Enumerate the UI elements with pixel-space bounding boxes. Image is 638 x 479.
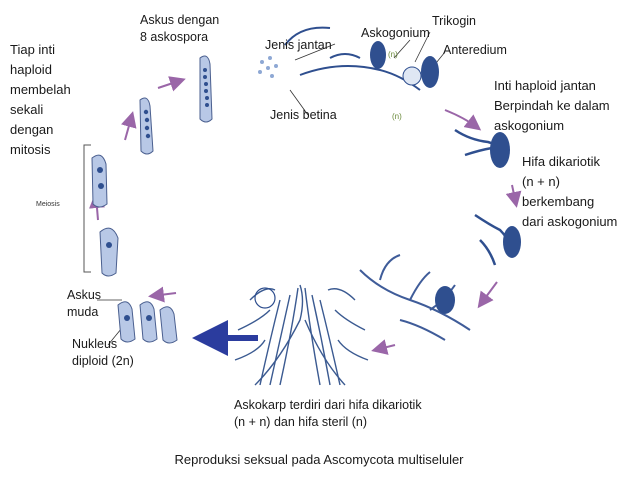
leader-lines (97, 31, 446, 346)
ascocarp (234, 284, 369, 386)
ascocarp-detail-circle (254, 287, 276, 309)
anteredium-body (421, 56, 439, 88)
n-marker-2: (n) (392, 112, 402, 121)
askogonium-body (370, 41, 386, 69)
label-askokarp: Askokarp terdiri dari hifa dikariotik(n … (234, 398, 422, 429)
asci-stages (91, 55, 213, 344)
diagram-title: Reproduksi seksual pada Ascomycota multi… (174, 452, 464, 467)
spore-cluster (258, 56, 278, 78)
label-anteredium: Anteredium (443, 43, 507, 57)
label-jenis-jantan: Jenis jantan (265, 38, 332, 52)
askogonium-stage-2 (503, 226, 521, 258)
label-jenis-betina: Jenis betina (270, 108, 337, 122)
label-askogonium: Askogonium (361, 26, 430, 40)
ascus-2-nuclei (91, 154, 108, 208)
hyphal-askogonium (435, 286, 455, 314)
askogonium-stage-1 (490, 132, 510, 168)
n-marker-1: (n) (388, 50, 398, 59)
trikogin-bulb (402, 66, 422, 86)
cycle-arrows (89, 76, 522, 355)
label-meiosis: Meiosis (36, 201, 60, 208)
label-trikogin: Trikogin (432, 14, 476, 28)
meiosis-bracket (83, 144, 91, 273)
young-asci (117, 301, 178, 344)
ascus-meiosis (99, 227, 119, 277)
